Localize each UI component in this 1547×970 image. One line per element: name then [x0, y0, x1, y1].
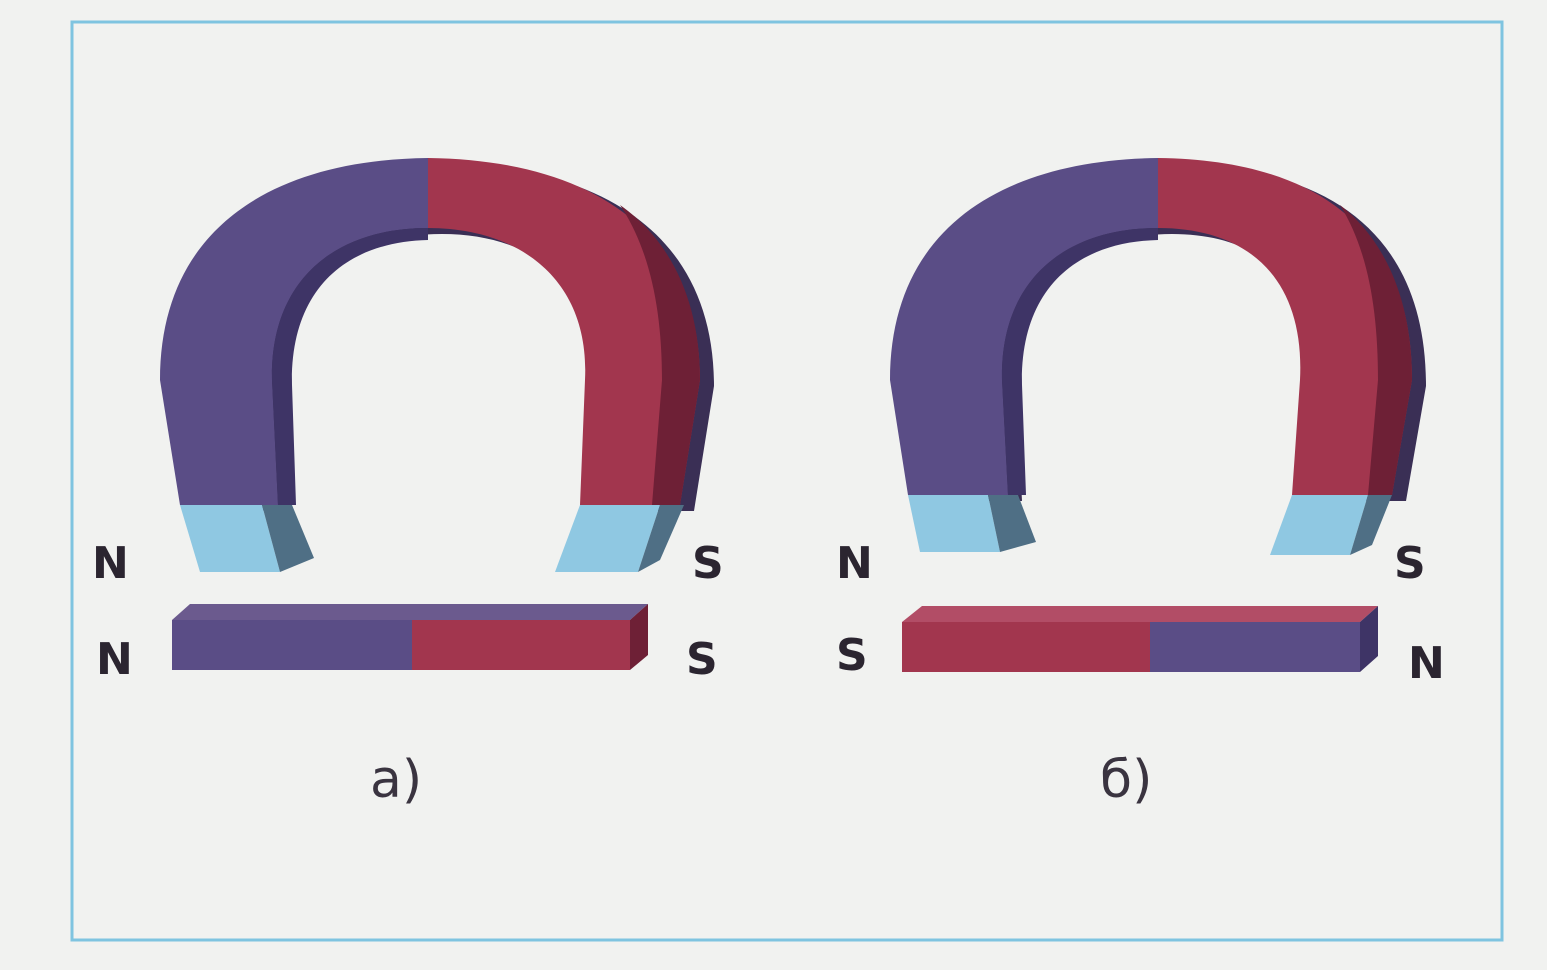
horseshoe-b-north-half	[890, 158, 1158, 495]
horseshoe-b-south-tip	[1270, 495, 1368, 555]
horseshoe-a-left-pole-label: N	[92, 538, 129, 589]
bar-b-left-half	[902, 622, 1150, 672]
bar-magnet-a	[172, 604, 648, 670]
bar-b-right-pole-label: N	[1408, 638, 1445, 689]
bar-b-left-pole-label: S	[836, 630, 868, 681]
bar-b-top-face	[902, 606, 1378, 622]
horseshoe-a-north-tip	[180, 505, 280, 572]
panel-b-caption: б)	[1100, 750, 1152, 810]
horseshoe-a-south-tip	[555, 505, 660, 572]
horseshoe-b-left-pole-label: N	[836, 538, 873, 589]
horseshoe-b-north-tip	[908, 495, 1000, 552]
horseshoe-a-south-tip-side	[638, 505, 684, 572]
horseshoe-b-right-pole-label: S	[1394, 538, 1426, 589]
panel-b: N S S N б)	[836, 158, 1445, 810]
horseshoe-magnet-a	[160, 158, 714, 572]
horseshoe-a-inner-shade-right	[620, 205, 700, 505]
bar-a-left-pole-label: N	[96, 634, 133, 685]
figure-frame	[70, 20, 1504, 942]
bar-a-right-pole-label: S	[686, 634, 718, 685]
bar-a-left-half	[172, 620, 412, 670]
bar-a-top-face	[172, 604, 648, 620]
horseshoe-b-inner-shade-right	[1340, 205, 1412, 495]
horseshoe-b-south-half	[1158, 158, 1412, 495]
panel-a-caption: а)	[370, 750, 422, 810]
horseshoe-b-south-tip-side	[1350, 495, 1392, 555]
horseshoe-a-south-half	[428, 158, 700, 505]
bar-b-side-face	[1360, 606, 1378, 672]
panel-a: N S N S а)	[92, 158, 724, 810]
horseshoe-a-inner-shade-left	[271, 228, 428, 505]
horseshoe-a-right-pole-label: S	[692, 538, 724, 589]
horseshoe-b-north-tip-side	[988, 495, 1036, 552]
bar-a-right-half	[412, 620, 630, 670]
bar-magnet-b	[902, 606, 1378, 672]
horseshoe-magnet-b	[890, 158, 1426, 555]
bar-a-side-face	[630, 604, 648, 670]
horseshoe-a-north-half	[160, 158, 428, 505]
horseshoe-a-north-tip-side	[262, 505, 314, 572]
horseshoe-b-inner-shade-left	[1001, 228, 1158, 495]
bar-b-right-half	[1150, 622, 1360, 672]
